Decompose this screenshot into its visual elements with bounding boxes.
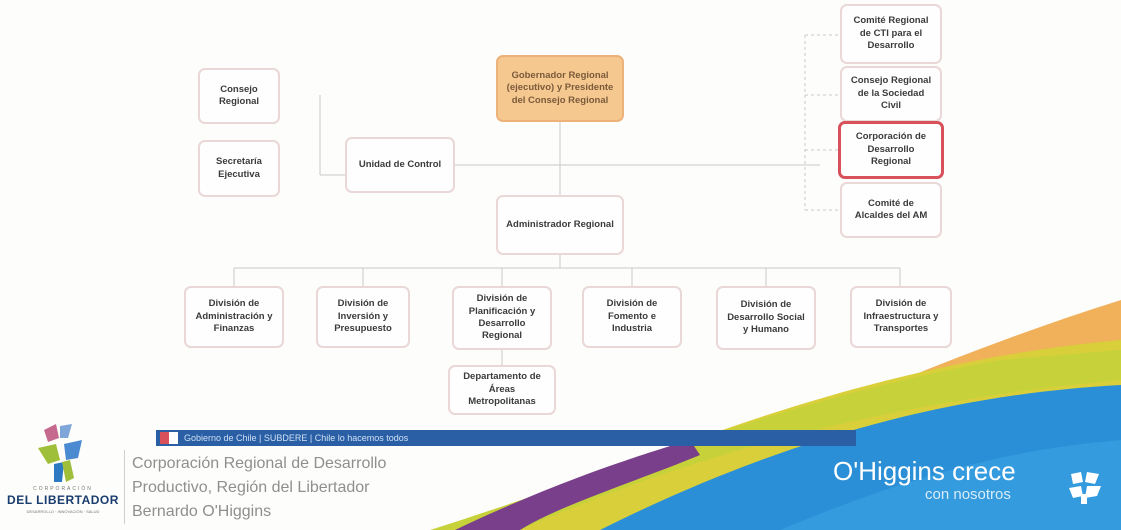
division-box: División de Desarrollo Social y Humano [716, 286, 816, 350]
governor-box: Gobernador Regional (ejecutivo) y Presid… [496, 55, 624, 122]
logo-top-text: CORPORACIÓN [33, 486, 93, 492]
corporacion-libertador-logo: CORPORACIÓN DEL LIBERTADOR DESARROLLO · … [4, 420, 122, 530]
corporacion-desarrollo-box: Corporación de Desarrollo Regional [838, 121, 944, 179]
footer-line: Corporación Regional de Desarrollo [132, 455, 387, 472]
logo-sub-text: DESARROLLO · INNOVACIÓN · SALUD [26, 509, 100, 514]
brand-mark-icon [1069, 472, 1101, 504]
division-box: División de Inversión y Presupuesto [316, 286, 410, 348]
slogan: O'Higgins crece [833, 456, 1016, 486]
division-box: División de Planificación y Desarrollo R… [452, 286, 552, 350]
division-box: División de Administración y Finanzas [184, 286, 284, 348]
consejo-sociedad-civil-box: Consejo Regional de la Sociedad Civil [840, 66, 942, 122]
footer-line: Productivo, Región del Libertador [132, 479, 370, 496]
logo-main-text: DEL LIBERTADOR [7, 493, 119, 507]
secretaria-ejecutiva-box: Secretaría Ejecutiva [198, 140, 280, 197]
footer-text: Corporación Regional de Desarrollo Produ… [132, 452, 386, 524]
footer-divider [124, 450, 125, 524]
footer-line: Bernardo O'Higgins [132, 503, 272, 520]
slogan-sub: con nosotros [925, 486, 1011, 503]
division-box: División de Fomento e Industria [582, 286, 682, 348]
comite-cti-box: Comité Regional de CTI para el Desarroll… [840, 4, 942, 64]
consejo-regional-box: Consejo Regional [198, 68, 280, 124]
unidad-control-box: Unidad de Control [345, 137, 455, 193]
libertador-logo-icon [38, 424, 82, 482]
comite-alcaldes-box: Comité de Alcaldes del AM [840, 182, 942, 238]
departamento-areas-metropolitanas-box: Departamento de Áreas Metropolitanas [448, 365, 556, 415]
gobierno-banner: Gobierno de Chile | SUBDERE | Chile lo h… [156, 430, 856, 446]
division-box: División de Infraestructura y Transporte… [850, 286, 952, 348]
administrador-regional-box: Administrador Regional [496, 195, 624, 255]
chile-flag-icon [160, 432, 178, 444]
